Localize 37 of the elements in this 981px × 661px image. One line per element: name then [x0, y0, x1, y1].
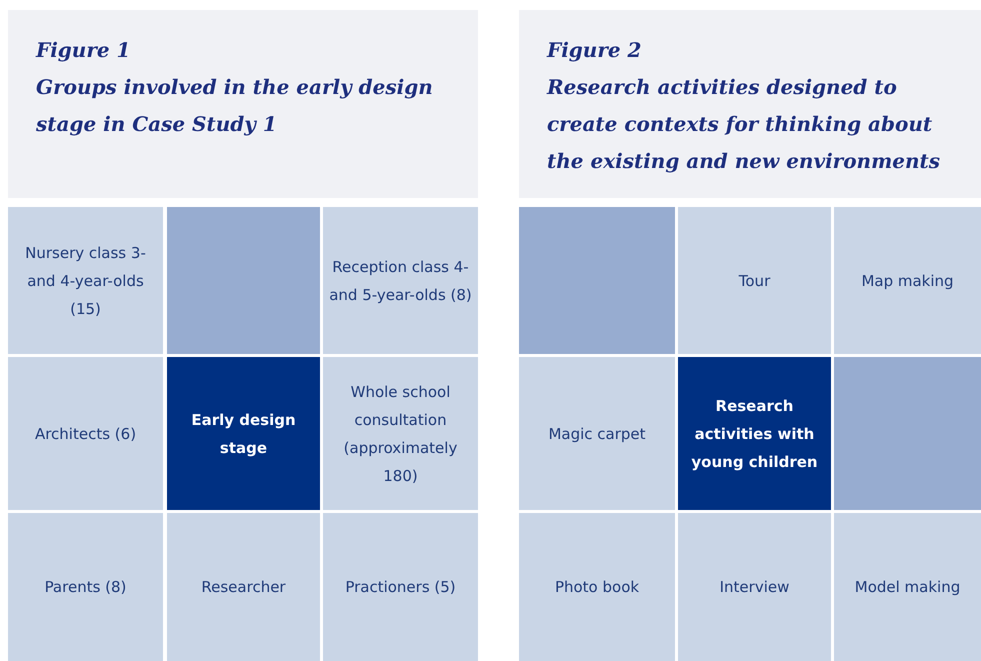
cell-label: Research activities with young children: [690, 396, 819, 472]
cell-label: Whole school consultation (approximately 180): [342, 382, 458, 486]
grid-cell: [834, 357, 981, 510]
cell-label: Practioners (5): [345, 577, 456, 598]
cell-label: Photo book: [554, 577, 640, 598]
cell-label: Parents (8): [44, 577, 126, 598]
cell-label: Researcher: [201, 577, 286, 598]
grid-cell: [834, 207, 981, 354]
cell-label: Architects (6): [34, 424, 136, 444]
grid-cell: [678, 207, 831, 354]
grid-cell: [519, 513, 675, 661]
cell-label: Map making: [861, 270, 954, 292]
figure-number: Figure 1: [36, 37, 130, 64]
cell-label: Reception class 4- and 5-year-olds (8): [328, 256, 473, 306]
cell-label: Nursery class 3- and 4-year-olds (15): [24, 242, 147, 320]
grid-cell: [834, 513, 981, 661]
grid-cell: [519, 207, 675, 354]
grid-cell: [167, 513, 320, 661]
cell-label: Tour: [738, 270, 770, 292]
grid-cell: [678, 357, 831, 510]
cell-label: Model making: [854, 577, 960, 598]
cell-label: Magic carpet: [548, 424, 646, 444]
grid-cell: [8, 357, 163, 510]
figure-caption: Research activities designed to create contexts for thinking about the existing and new environments: [547, 74, 942, 175]
figure-number: Figure 2: [547, 37, 642, 64]
cell-label: Early design stage: [190, 410, 297, 458]
grid-cell: [167, 207, 320, 354]
grid-cell: [323, 357, 478, 510]
grid-cell: [323, 513, 478, 661]
cell-label: Interview: [720, 577, 790, 598]
grid-cell: [519, 357, 675, 510]
grid-cell: [323, 207, 478, 354]
grid-cell: [8, 207, 163, 354]
figure-caption: Groups involved in the early design stage in Case Study 1: [36, 74, 434, 138]
grid-cell: [678, 513, 831, 661]
grid-cell: [8, 513, 163, 661]
grid-cell: [167, 357, 320, 510]
